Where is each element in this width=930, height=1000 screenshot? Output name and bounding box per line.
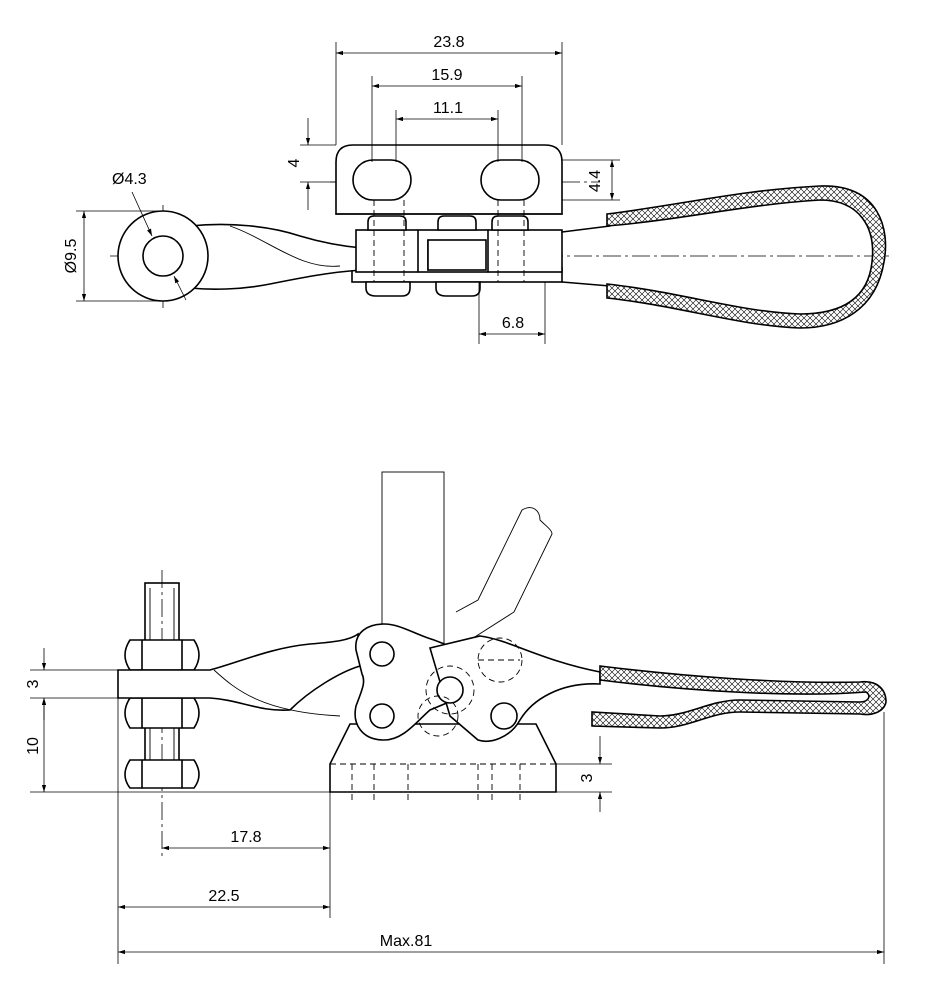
top-view: 23.8 15.9 11.1 4 4.4 Ø4.3 Ø9.5 — [63, 34, 890, 344]
dim-label-overall-length: Max.81 — [380, 933, 433, 950]
side-handle-lever — [428, 635, 601, 742]
dim-label-eye-diameter: Ø9.5 — [63, 239, 80, 274]
dim-label-spindle-height: 10 — [25, 737, 42, 755]
side-handle-grip — [591, 665, 887, 729]
top-rivet-upper-right — [491, 215, 529, 231]
top-arm-eye-hole — [142, 235, 184, 277]
side-hidden-toggle-circle-2 — [477, 637, 523, 683]
side-pivot-upper — [369, 641, 395, 667]
dim-label-top-offset-right: 4.4 — [587, 170, 604, 192]
top-rivet-lower-left — [365, 281, 411, 297]
top-slot-left — [352, 159, 412, 201]
dim-label-arm-to-base: 22.5 — [208, 888, 239, 905]
top-slot-right — [480, 159, 540, 201]
side-hidden-toggle-circle-3 — [417, 695, 459, 737]
dim-label-base-height: 3 — [579, 773, 596, 782]
dim-label-spindle-to-base: 17.8 — [230, 829, 261, 846]
side-hidden-toggle-circle-1 — [425, 665, 475, 715]
top-rivet-lower-mid — [435, 281, 481, 297]
dim-label-top-width-outer: 23.8 — [433, 34, 464, 51]
top-rivet-upper-mid — [437, 215, 477, 231]
top-rivet-upper-left — [367, 215, 407, 231]
top-arm-twist — [229, 225, 341, 267]
dim-label-plate-width: 6.8 — [502, 315, 524, 332]
side-nut-upper — [124, 639, 200, 671]
top-handle-shaft-upper — [561, 225, 611, 233]
dim-label-top-offset-left: 4 — [286, 158, 303, 167]
top-handle-shaft-lower — [561, 281, 611, 287]
dim-label-top-width-mid: 15.9 — [431, 67, 462, 84]
top-clamp-inner-link — [427, 239, 487, 271]
side-view: 3 10 3 17.8 22.5 Max.81 — [25, 471, 887, 964]
dim-leader-hole — [131, 191, 153, 237]
dim-label-arm-thickness: 3 — [25, 679, 42, 688]
side-nut-lower — [124, 697, 200, 729]
side-phantom-handle-raised — [455, 507, 553, 641]
side-pivot-right — [490, 702, 518, 730]
dim-label-hole-diameter: Ø4.3 — [112, 171, 147, 188]
side-pivot-lower — [369, 703, 395, 729]
side-spindle-foot — [124, 759, 200, 789]
side-pivot-mid — [436, 676, 464, 704]
side-arm-twist — [213, 669, 341, 717]
top-arm — [189, 223, 363, 290]
dim-leader-hole-far — [173, 275, 187, 301]
dim-label-top-width-inner: 11.1 — [433, 100, 463, 117]
top-handle-grip — [606, 185, 887, 329]
